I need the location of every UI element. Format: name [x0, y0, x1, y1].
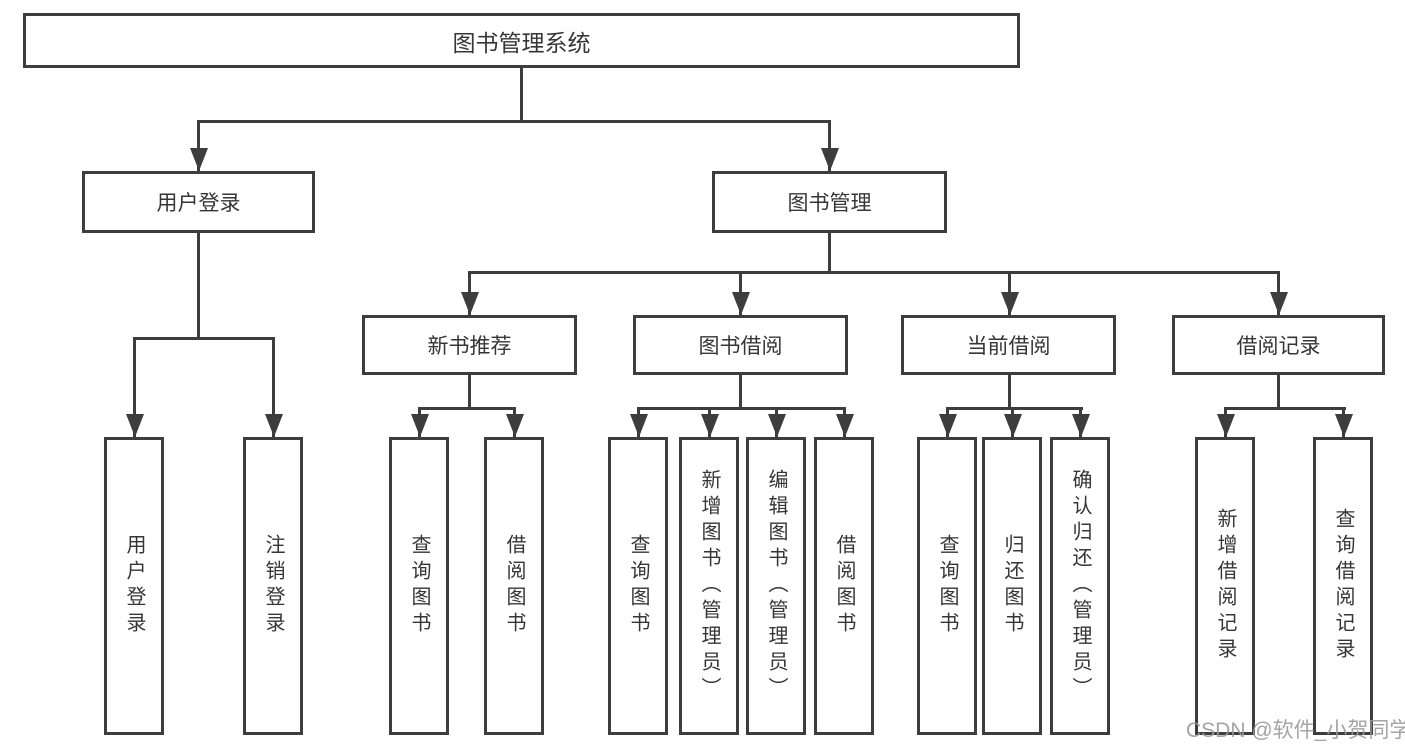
leaf-add-borrow-record: 新增借阅记录 — [1195, 437, 1255, 735]
node-label: 新增借阅记录 — [1214, 508, 1236, 664]
connector-line — [520, 68, 523, 122]
leaf-borrow-books-2: 借阅图书 — [814, 437, 874, 735]
connector-line — [197, 233, 200, 340]
node-label: 图书管理 — [787, 192, 872, 215]
arrowhead-down-icon — [732, 292, 750, 315]
leaf-borrow-books-1: 借阅图书 — [484, 437, 544, 735]
connector-line — [828, 233, 831, 274]
node-borrow-record: 借阅记录 — [1172, 315, 1385, 375]
connector-line — [946, 407, 1083, 410]
arrowhead-down-icon — [1072, 414, 1090, 437]
node-book-management: 图书管理 — [712, 171, 947, 233]
node-label: 确认归还（管理员） — [1069, 469, 1091, 703]
arrowhead-down-icon — [701, 414, 719, 437]
arrowhead-down-icon — [1004, 414, 1022, 437]
arrowhead-down-icon — [265, 414, 283, 437]
node-new-book-recommend: 新书推荐 — [362, 315, 577, 375]
leaf-add-books-admin: 新增图书（管理员） — [679, 437, 739, 735]
node-label: 用户登录 — [156, 192, 241, 215]
node-label: 注销登录 — [262, 534, 284, 638]
node-label: 借阅记录 — [1236, 335, 1321, 358]
node-label: 图书管理系统 — [452, 29, 591, 56]
arrowhead-down-icon — [126, 414, 144, 437]
connector-line — [1224, 407, 1346, 410]
arrowhead-down-icon — [506, 414, 524, 437]
arrowhead-down-icon — [630, 414, 648, 437]
connector-line — [197, 120, 831, 123]
connector-line — [418, 407, 516, 410]
csdn-watermark: CSDN @软件_小贺同学 — [1186, 719, 1405, 742]
node-root-library-system: 图书管理系统 — [23, 13, 1020, 68]
connector-line — [739, 375, 742, 410]
connector-line — [637, 407, 846, 410]
arrowhead-down-icon — [1335, 414, 1353, 437]
arrowhead-down-icon — [461, 292, 479, 315]
leaf-query-borrow-record: 查询借阅记录 — [1313, 437, 1373, 735]
node-label: 归还图书 — [1001, 534, 1023, 638]
connector-line — [468, 271, 1280, 274]
connector-line — [133, 337, 136, 437]
leaf-user-login: 用户登录 — [104, 437, 164, 735]
node-label: 借阅图书 — [833, 534, 855, 638]
node-user-login: 用户登录 — [82, 171, 315, 233]
leaf-edit-books-admin: 编辑图书（管理员） — [746, 437, 806, 735]
node-label: 用户登录 — [123, 534, 145, 638]
arrowhead-down-icon — [190, 148, 208, 171]
arrowhead-down-icon — [821, 148, 839, 171]
node-label: 图书借阅 — [698, 335, 783, 358]
connector-line — [1277, 375, 1280, 410]
leaf-logout: 注销登录 — [243, 437, 303, 735]
arrowhead-down-icon — [768, 414, 786, 437]
connector-line — [272, 337, 275, 437]
node-current-borrow: 当前借阅 — [901, 315, 1116, 375]
leaf-confirm-return-admin: 确认归还（管理员） — [1050, 437, 1110, 735]
connector-line — [828, 120, 831, 171]
node-label: 新增图书（管理员） — [698, 469, 720, 703]
node-book-borrow: 图书借阅 — [633, 315, 848, 375]
leaf-query-books-1: 查询图书 — [389, 437, 449, 735]
connector-line — [133, 337, 275, 340]
arrowhead-down-icon — [1001, 292, 1019, 315]
arrowhead-down-icon — [939, 414, 957, 437]
node-label: 查询图书 — [936, 534, 958, 638]
leaf-query-books-3: 查询图书 — [917, 437, 977, 735]
node-label: 查询借阅记录 — [1332, 508, 1354, 664]
node-label: 编辑图书（管理员） — [765, 469, 787, 703]
node-label: 查询图书 — [408, 534, 430, 638]
connector-line — [468, 375, 471, 410]
connector-line — [1008, 375, 1011, 410]
connector-line — [197, 120, 200, 171]
arrowhead-down-icon — [1270, 292, 1288, 315]
leaf-return-books: 归还图书 — [982, 437, 1042, 735]
arrowhead-down-icon — [411, 414, 429, 437]
arrowhead-down-icon — [836, 414, 854, 437]
node-label: 查询图书 — [627, 534, 649, 638]
node-label: 当前借阅 — [966, 335, 1051, 358]
leaf-query-books-2: 查询图书 — [608, 437, 668, 735]
node-label: 借阅图书 — [503, 534, 525, 638]
node-label: 新书推荐 — [427, 335, 512, 358]
arrowhead-down-icon — [1217, 414, 1235, 437]
